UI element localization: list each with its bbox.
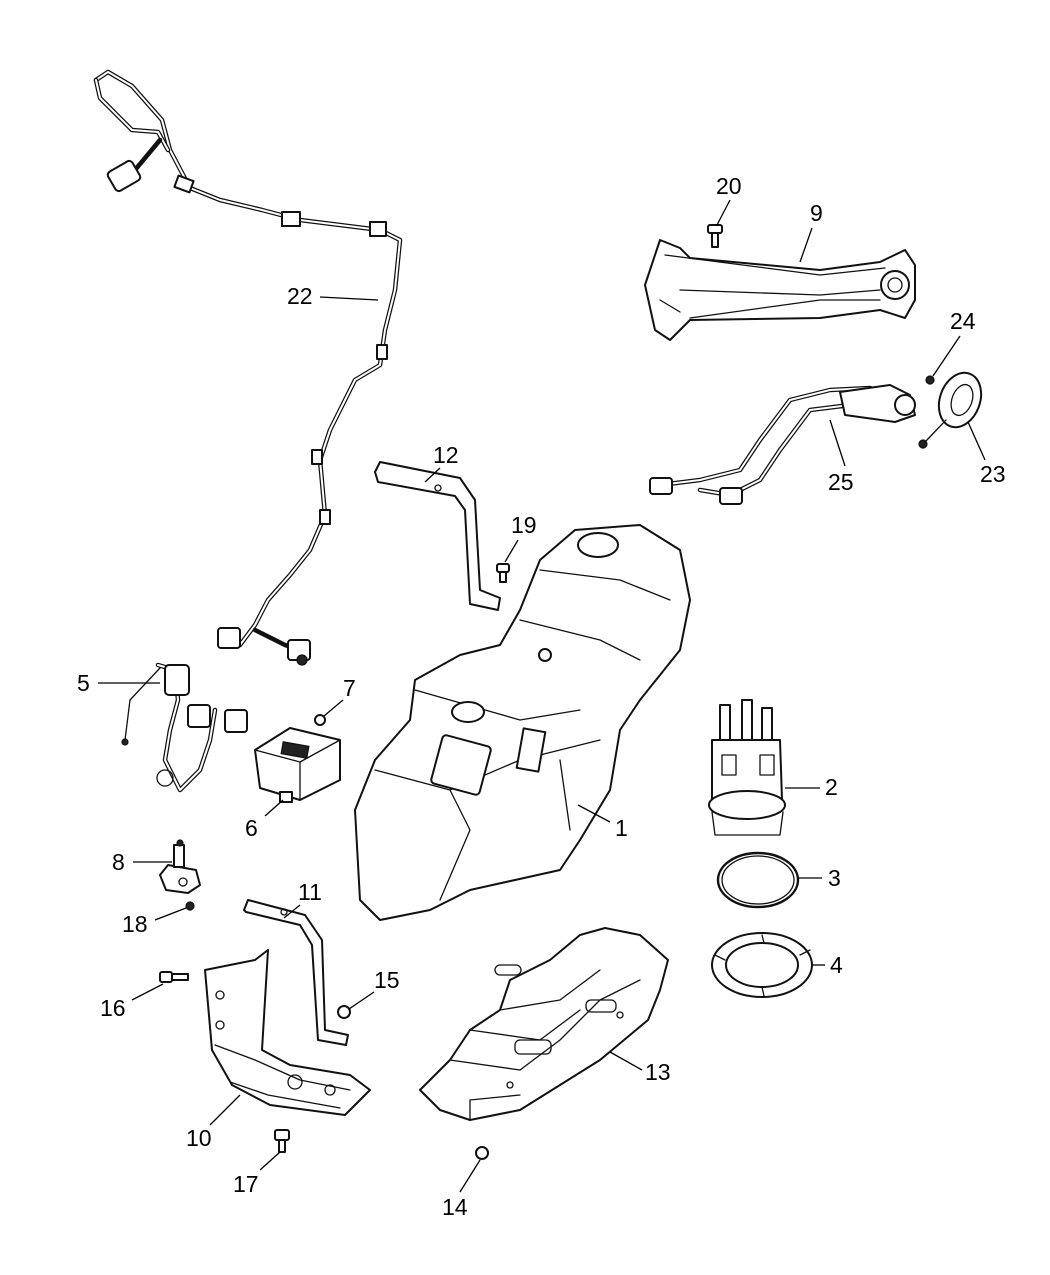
bolt-16[interactable] [159, 971, 189, 983]
bolt-20[interactable] [707, 224, 723, 248]
tank-strap-rear-11[interactable] [243, 899, 349, 1046]
callout-9: 9 [810, 200, 823, 226]
skid-plate-13[interactable] [419, 927, 669, 1121]
callout-8: 8 [112, 849, 125, 875]
nut-15[interactable] [337, 1005, 351, 1019]
leader-9 [799, 227, 813, 263]
callout-15: 15 [374, 967, 400, 993]
leader-12 [424, 467, 441, 483]
leader-7 [323, 699, 344, 717]
filler-bracket-9[interactable] [644, 239, 916, 341]
filler-tube-25[interactable] [649, 384, 916, 505]
screw-24[interactable] [925, 375, 935, 385]
callout-2: 2 [825, 774, 838, 800]
control-module-6[interactable] [254, 727, 341, 803]
leader-18 [154, 907, 187, 921]
leader-16 [131, 983, 164, 1001]
callout-16: 16 [100, 995, 126, 1021]
callout-19: 19 [511, 512, 537, 538]
leader-22 [319, 296, 379, 301]
callout-23: 23 [980, 461, 1006, 487]
callout-22: 22 [287, 283, 313, 309]
fuel-pump-module-2[interactable] [708, 699, 786, 836]
leader-25 [829, 419, 846, 467]
wiring-harness-jumper-5[interactable] [121, 662, 248, 793]
fuel-tank-1[interactable] [354, 524, 691, 921]
callout-18: 18 [122, 911, 148, 937]
leader-19 [504, 539, 519, 563]
leader-24 [932, 335, 961, 377]
o-ring-seal-3[interactable] [716, 851, 800, 909]
callout-17: 17 [233, 1171, 259, 1197]
leader-23 [967, 421, 986, 461]
skid-plate-bracket-10[interactable] [204, 949, 371, 1116]
bolt-19[interactable] [496, 563, 510, 583]
tank-strap-front-12[interactable] [374, 461, 501, 611]
leader-6 [264, 799, 284, 817]
callout-12: 12 [433, 442, 459, 468]
callout-14: 14 [442, 1194, 468, 1220]
leader-17 [259, 1151, 281, 1171]
filler-housing-23[interactable] [918, 367, 988, 449]
callout-24: 24 [950, 308, 976, 334]
leader-14 [459, 1159, 481, 1193]
sensor-8[interactable] [159, 839, 201, 894]
callout-25: 25 [828, 469, 854, 495]
nut-18[interactable] [185, 901, 195, 911]
nut-14[interactable] [475, 1146, 489, 1160]
nut-7[interactable] [314, 714, 326, 726]
callout-10: 10 [186, 1125, 212, 1151]
callout-20: 20 [716, 173, 742, 199]
leader-11 [283, 904, 301, 919]
leader-13 [609, 1051, 643, 1071]
callout-6: 6 [245, 815, 258, 841]
lock-ring-4[interactable] [711, 932, 813, 998]
callout-7: 7 [343, 675, 356, 701]
callout-4: 4 [830, 952, 843, 978]
callout-13: 13 [645, 1059, 671, 1085]
callout-11: 11 [298, 879, 322, 905]
leader-15 [348, 991, 375, 1010]
wiring-harness-22[interactable] [93, 69, 403, 666]
leader-20 [716, 199, 731, 226]
leader-10 [209, 1094, 241, 1126]
bolt-17[interactable] [274, 1129, 290, 1153]
callout-5: 5 [77, 670, 90, 696]
callout-1: 1 [615, 815, 628, 841]
callout-3: 3 [828, 865, 841, 891]
leader-1 [577, 804, 611, 823]
